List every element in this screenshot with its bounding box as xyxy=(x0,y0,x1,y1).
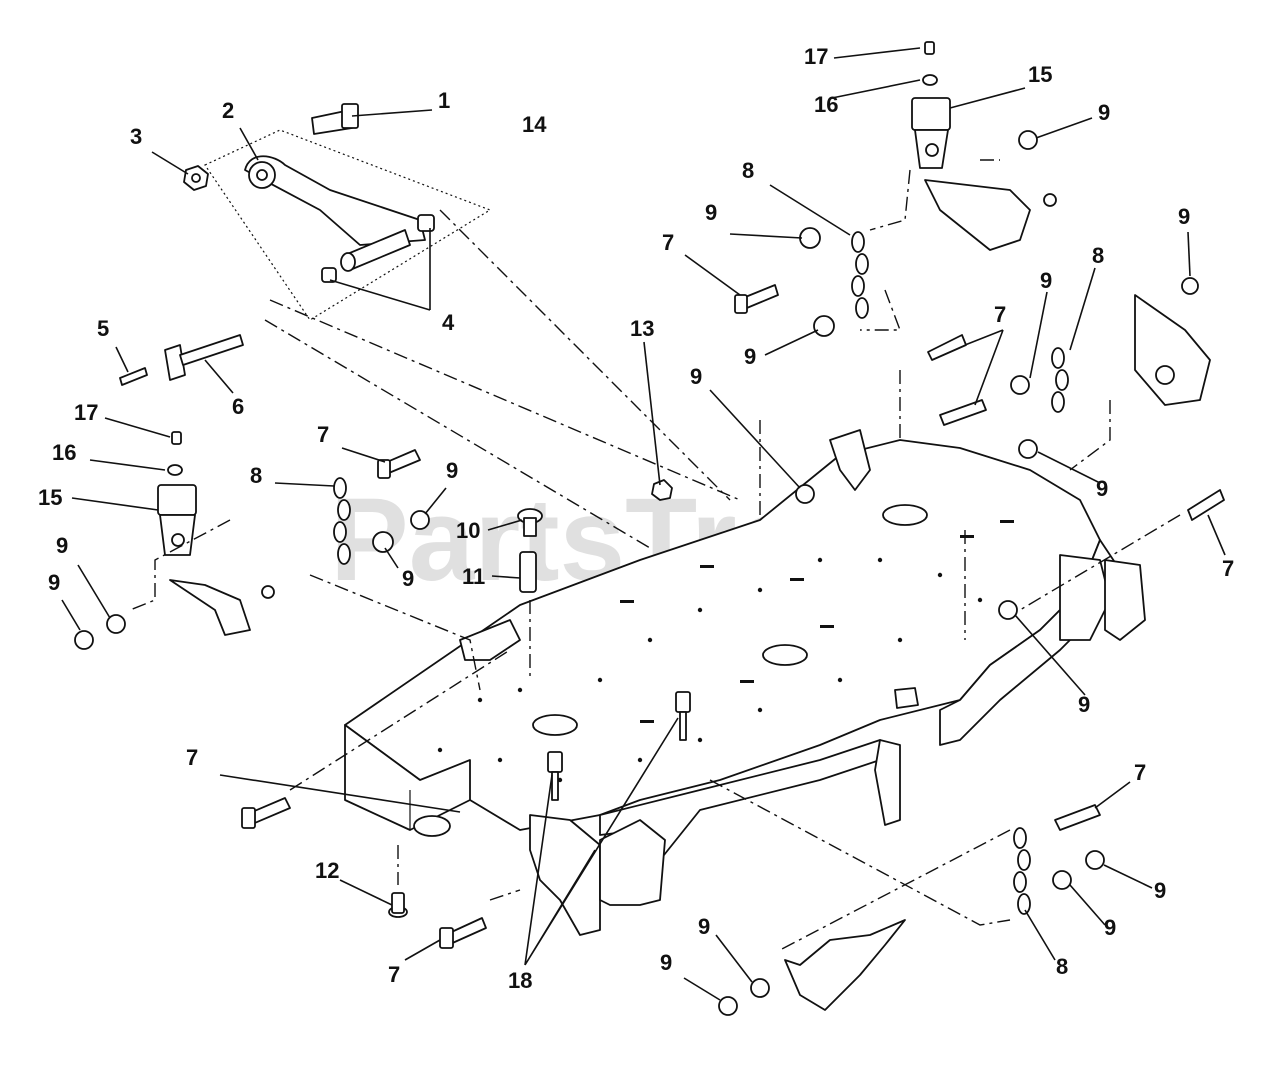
callout-7-g: 7 xyxy=(1134,760,1146,785)
callout-7-c: 7 xyxy=(388,962,400,987)
chain-8-top xyxy=(851,231,869,319)
callout-8-a: 8 xyxy=(250,463,262,488)
callout-8-b: 8 xyxy=(742,158,754,183)
washer-16-right xyxy=(922,74,938,86)
callout-17-left: 17 xyxy=(74,400,98,425)
mower-deck xyxy=(344,429,1146,936)
lift-arm xyxy=(204,129,492,321)
pin-6 xyxy=(164,334,244,381)
callouts: 1 2 3 4 5 6 14 17 16 15 9 9 8 7 9 9 10 1… xyxy=(38,44,1234,993)
bolt-1 xyxy=(311,103,359,135)
callout-10: 10 xyxy=(456,518,480,543)
knob-10 xyxy=(517,508,543,537)
callout-5: 5 xyxy=(97,316,109,341)
leader-lines xyxy=(61,47,1226,1001)
callout-9-e: 9 xyxy=(705,200,717,225)
bracket-right xyxy=(1134,294,1211,406)
nut-3 xyxy=(183,165,209,191)
nut-13 xyxy=(651,479,673,501)
callout-7-e: 7 xyxy=(994,302,1006,327)
callout-6: 6 xyxy=(232,394,244,419)
callout-14: 14 xyxy=(522,112,547,137)
bolt-18-b xyxy=(675,691,691,741)
callout-9-g: 9 xyxy=(690,364,702,389)
callout-9-k: 9 xyxy=(1096,476,1108,501)
bolt-7-bottom xyxy=(439,917,487,949)
callout-17-right: 17 xyxy=(804,44,828,69)
callout-12: 12 xyxy=(315,858,339,883)
chain-8-front xyxy=(1013,827,1031,915)
callout-9-l: 9 xyxy=(1078,692,1090,717)
callout-4: 4 xyxy=(442,310,455,335)
callout-7-f: 7 xyxy=(1222,556,1234,581)
callout-7-d: 7 xyxy=(662,230,674,255)
callout-9-m: 9 xyxy=(1154,878,1166,903)
chain-8-right xyxy=(1051,347,1069,413)
callout-13: 13 xyxy=(630,316,654,341)
washer-16-left xyxy=(167,464,183,476)
callout-16-right: 16 xyxy=(814,92,838,117)
spacer-11 xyxy=(519,551,537,593)
bolt-17-right xyxy=(924,41,935,55)
callout-11: 11 xyxy=(462,564,485,589)
callout-9-p: 9 xyxy=(660,950,672,975)
bolt-7-front-right xyxy=(1054,804,1101,831)
callout-9-h: 9 xyxy=(1098,100,1110,125)
callout-7-a: 7 xyxy=(317,422,329,447)
callout-7-b: 7 xyxy=(186,745,198,770)
callout-8-c: 8 xyxy=(1092,243,1104,268)
callout-3: 3 xyxy=(130,124,142,149)
callout-15-right: 15 xyxy=(1028,62,1052,87)
bolt-7-right xyxy=(1187,489,1225,521)
bracket-front xyxy=(784,919,906,1011)
callout-9-c: 9 xyxy=(446,458,458,483)
bolt-5 xyxy=(119,367,148,386)
hanger-right xyxy=(911,97,1057,251)
callout-9-i: 9 xyxy=(1040,268,1052,293)
callout-2: 2 xyxy=(222,98,234,123)
callout-9-j: 9 xyxy=(1178,204,1190,229)
nuts-9 xyxy=(74,130,1199,1016)
callout-9-f: 9 xyxy=(744,344,756,369)
bolt-12 xyxy=(388,892,408,918)
callout-15-left: 15 xyxy=(38,485,62,510)
callout-9-d: 9 xyxy=(402,566,414,591)
callout-8-d: 8 xyxy=(1056,954,1068,979)
callout-9-n: 9 xyxy=(1104,915,1116,940)
bolt-7-left xyxy=(377,449,421,479)
bolt-7-top xyxy=(734,284,779,314)
callout-9-o: 9 xyxy=(698,914,710,939)
callout-16-left: 16 xyxy=(52,440,76,465)
hanger-left xyxy=(157,484,275,636)
chain-8-left xyxy=(333,477,351,565)
callout-1: 1 xyxy=(438,88,450,113)
bolt-7-mid-a xyxy=(927,334,967,361)
bolt-7-front-left xyxy=(241,797,291,829)
callout-9-b: 9 xyxy=(48,570,60,595)
callout-9-a: 9 xyxy=(56,533,68,558)
bolt-17-left xyxy=(171,431,182,445)
bolt-18-a xyxy=(547,751,563,801)
bolt-7-mid-b xyxy=(939,399,987,426)
assembly-lines xyxy=(129,159,1181,951)
callout-18: 18 xyxy=(508,968,532,993)
